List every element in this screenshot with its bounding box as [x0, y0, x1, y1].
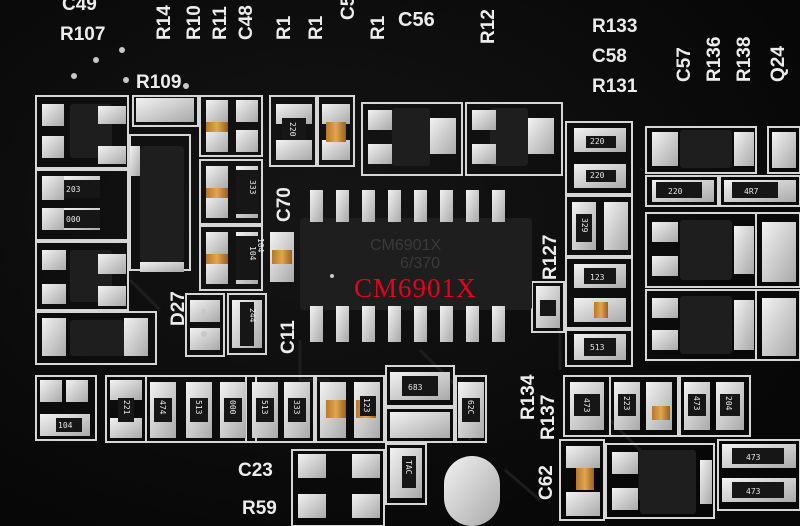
designator-r134: R134 [518, 374, 539, 420]
main-ic-marking-1: CM6901X [370, 237, 441, 254]
designator-c56: C56 [398, 9, 435, 31]
designator-r1: R1 [368, 15, 389, 40]
smd-code: 220 [288, 122, 297, 137]
smd-code: 329 [580, 218, 589, 233]
designator-c57: C57 [674, 47, 695, 82]
designator-r136: R136 [704, 37, 725, 82]
smd-code: 513 [194, 400, 203, 415]
designator-r107: R107 [60, 24, 105, 45]
smd-code: 513 [260, 400, 269, 415]
smd-code: 104 [248, 246, 257, 261]
designator-q24: Q24 [768, 46, 789, 82]
smd-code: 223 [622, 396, 631, 411]
designator-r11: R11 [210, 6, 231, 40]
designator-c49: C49 [62, 0, 97, 15]
smd-code: 220 [668, 187, 683, 196]
smd-code: TAC [404, 460, 413, 475]
smd-code: 221 [122, 400, 131, 415]
designator-r10: R10 [184, 5, 205, 40]
smd-code: 473 [692, 396, 701, 411]
smd-code: 683 [408, 383, 423, 392]
smd-code: 204 [724, 396, 733, 411]
smd-code: 333 [292, 400, 301, 415]
smd-code: 513 [590, 343, 605, 352]
designator-c23: C23 [238, 460, 273, 481]
smd-code: 104 [256, 238, 265, 253]
main-chip-label: CM6901X [354, 273, 477, 303]
designator-r1: R1 [274, 15, 295, 40]
designator-r137: R137 [538, 395, 559, 440]
smd-code: 4R7 [744, 187, 759, 196]
designator-c70: C70 [274, 187, 295, 222]
designator-c5: C5 [338, 0, 359, 20]
smd-code: 123 [590, 273, 605, 282]
designator-r12: R12 [478, 9, 499, 44]
designator-c62: C62 [536, 465, 557, 500]
smd-code: 123 [362, 398, 371, 413]
resistor-bodies [56, 118, 784, 498]
designator-r127: R127 [540, 235, 561, 280]
designator-r133: R133 [592, 16, 637, 37]
smd-code: 62C [466, 400, 475, 415]
smd-code: 333 [248, 180, 257, 195]
designator-c11: C11 [278, 320, 299, 354]
designator-r131: R131 [592, 76, 638, 97]
main-ic-marking-2: 6/370 [400, 255, 440, 272]
smd-code: 220 [590, 171, 605, 180]
smd-code: 220 [590, 137, 605, 146]
smd-code: 473 [582, 398, 591, 413]
designator-d27: D27 [168, 291, 189, 326]
designator-r109: R109 [136, 72, 181, 93]
smd-code: 104 [58, 421, 73, 430]
smd-code: 000 [66, 215, 81, 224]
designator-r1: R1 [306, 15, 327, 40]
smd-code: 000 [228, 400, 237, 415]
smd-code: 473 [746, 487, 761, 496]
designator-r14: R14 [154, 5, 175, 40]
smd-code: 244 [248, 308, 257, 323]
vias [71, 47, 334, 337]
main-ic-pins [310, 190, 505, 342]
main-ic-body [300, 218, 532, 310]
designators: C49 R107 R109 R14 R10 R11 C48 R1 R1 C5 R… [60, 0, 789, 519]
smd-code: 473 [746, 453, 761, 462]
components [70, 104, 732, 514]
smd-code: 203 [66, 185, 81, 194]
designator-c58: C58 [592, 46, 627, 67]
designator-c48: C48 [236, 5, 257, 40]
designator-r59: R59 [242, 498, 277, 519]
designator-r138: R138 [734, 37, 755, 82]
smd-code: 474 [158, 400, 167, 415]
